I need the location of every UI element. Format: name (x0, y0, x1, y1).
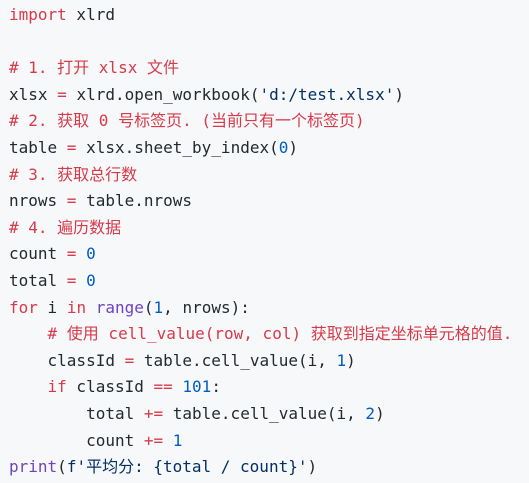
code-line (9, 29, 529, 56)
code-token: classId (9, 350, 125, 370)
code-token: = (66, 270, 77, 290)
code-token: xlsx.sheet_by_index( (76, 137, 279, 157)
code-token: table.cell_value(i, (163, 403, 366, 423)
code-token: ) (288, 137, 299, 157)
code-token: # 3. 获取总行数 (9, 164, 138, 184)
code-line: if classId == 101: (9, 374, 529, 401)
code-token: xlrd.open_workbook( (66, 84, 260, 104)
code-token: table.nrows (76, 191, 193, 211)
code-token: in (66, 297, 87, 317)
code-line: print(f'平均分: {total / count}') (9, 454, 529, 481)
code-line: total = 0 (9, 268, 529, 295)
code-token: = (124, 350, 135, 370)
code-token: classId (66, 377, 154, 397)
code-line: total += table.cell_value(i, 2) (9, 401, 529, 428)
code-token: : (211, 377, 221, 397)
code-line: import xlrd (9, 2, 529, 29)
code-line: for i in range(1, nrows): (9, 295, 529, 322)
code-token: print (9, 457, 58, 477)
code-token: f'平均分: {total / count}' (66, 457, 308, 477)
code-token: for (9, 297, 38, 317)
code-token: 1 (153, 297, 164, 317)
code-token: nrows (9, 191, 67, 211)
code-token: = (57, 84, 67, 104)
code-token: = (66, 191, 77, 211)
code-token (163, 431, 173, 450)
code-token: # 4. 遍历数据 (9, 217, 122, 237)
code-token: 101 (182, 377, 212, 397)
code-token: 'd:/test.xlsx' (259, 84, 395, 104)
code-token: # 使用 cell_value(row, col) 获取到指定坐标单元格的值. (9, 324, 513, 344)
code-token: 1 (336, 350, 347, 370)
code-line: table = xlsx.sheet_by_index(0) (9, 135, 529, 162)
code-line: # 1. 打开 xlsx 文件 (9, 55, 529, 82)
code-token: table.cell_value(i, (134, 350, 337, 370)
code-token: count (9, 244, 67, 264)
code-line: # 2. 获取 0 号标签页. (当前只有一个标签页) (9, 108, 529, 135)
code-token: 1 (172, 430, 183, 450)
code-token: 2 (365, 403, 376, 423)
code-line: nrows = table.nrows (9, 188, 529, 215)
code-token: total (9, 403, 144, 423)
code-line: # 4. 遍历数据 (9, 215, 529, 242)
code-line: # 3. 获取总行数 (9, 162, 529, 189)
code-token: if (47, 377, 67, 397)
code-token: ) (375, 403, 385, 423)
code-line: count += 1 (9, 428, 529, 455)
code-token: ( (143, 297, 154, 317)
code-token (9, 377, 48, 396)
code-token: i (37, 297, 67, 317)
code-token: xlrd (66, 5, 115, 24)
code-token: ) (394, 84, 404, 104)
code-token: ( (57, 457, 67, 477)
code-token: import (9, 5, 67, 24)
code-token: 0 (86, 270, 96, 290)
code-token: , nrows): (163, 297, 250, 317)
code-token: total (9, 270, 67, 290)
code-token: 0 (86, 244, 96, 264)
code-token: xlsx (9, 84, 58, 104)
code-token: = (66, 137, 77, 157)
code-token: 0 (278, 137, 289, 157)
code-token (76, 244, 86, 263)
code-token: table (9, 137, 67, 157)
code-token: count (9, 430, 144, 450)
code-line: classId = table.cell_value(i, 1) (9, 348, 529, 375)
code-token (86, 298, 96, 317)
code-token: # 1. 打开 xlsx 文件 (9, 58, 179, 78)
code-line: xlsx = xlrd.open_workbook('d:/test.xlsx'… (9, 82, 529, 109)
code-token (173, 377, 183, 396)
code-token: += (143, 403, 164, 423)
code-token: ) (307, 457, 318, 477)
code-token: == (153, 377, 173, 397)
code-token: += (143, 430, 164, 450)
code-line: count = 0 (9, 241, 529, 268)
code-token: ) (346, 350, 356, 370)
code-token: range (95, 297, 144, 317)
code-token (76, 271, 86, 290)
code-line: # 使用 cell_value(row, col) 获取到指定坐标单元格的值. (9, 321, 529, 348)
code-token: = (66, 244, 77, 264)
code-token: # 2. 获取 0 号标签页. (当前只有一个标签页) (9, 111, 365, 131)
